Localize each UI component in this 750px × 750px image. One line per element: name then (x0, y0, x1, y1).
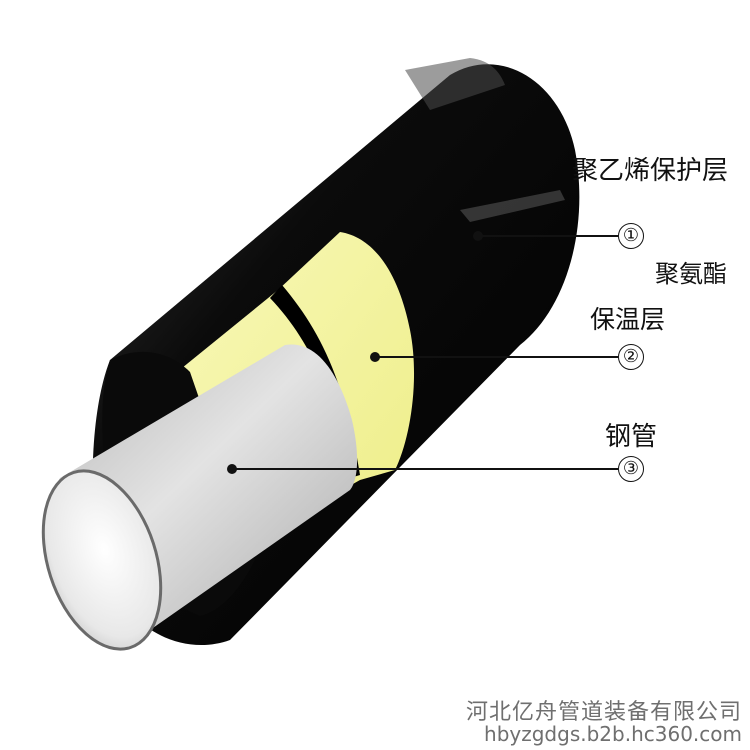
leader-lines (227, 231, 618, 474)
watermark-url: hbyzgdgs.b2b.hc360.com (484, 722, 742, 746)
jacket-highlight (405, 58, 505, 110)
steel-pipe-bore (41, 469, 163, 651)
label-polyurethane-line1: 聚氨酯 (655, 260, 727, 288)
layer-number-2: ② (618, 344, 644, 370)
jacket-shine (460, 190, 565, 222)
layer-number-3: ③ (618, 456, 644, 482)
layer-number-1: ① (618, 223, 644, 249)
label-steel-pipe: 钢管 (605, 422, 658, 452)
label-polyurethane-line2: 保温层 (590, 305, 666, 334)
watermark-company: 河北亿舟管道装备有限公司 (465, 700, 742, 725)
label-polyethylene-layer: 聚乙烯保护层 (572, 156, 729, 186)
